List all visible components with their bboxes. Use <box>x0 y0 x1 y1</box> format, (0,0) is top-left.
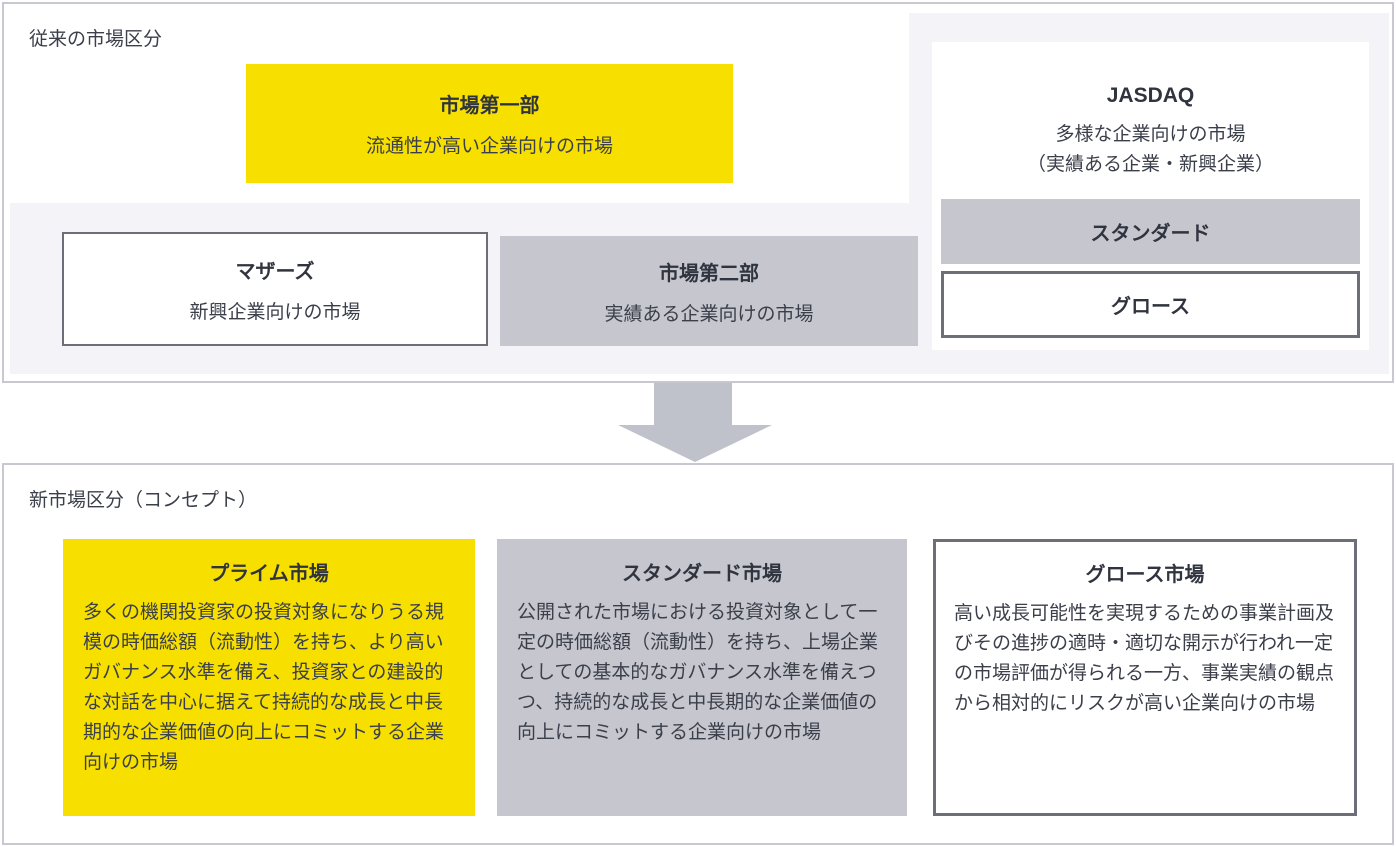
old-market-section: 従来の市場区分 市場第一部 流通性が高い企業向けの市場 マザーズ 新興企業向けの… <box>2 2 1394 383</box>
box-jasdaq-standard: スタンダード <box>941 199 1360 264</box>
old-section-label: 従来の市場区分 <box>29 29 163 50</box>
box-second-section: 市場第二部 実績ある企業向けの市場 <box>500 236 918 346</box>
card-standard-market: スタンダード市場 公開された市場における投資対象として一定の時価総額（流動性）を… <box>497 539 907 816</box>
standard-market-desc: 公開された市場における投資対象として一定の時価総額（流動性）を持ち、上場企業とし… <box>517 602 879 743</box>
jasdaq-growth-label: グロース <box>1111 296 1190 318</box>
prime-market-desc: 多くの機関投資家の投資対象になりうる規模の時価総額（流動性）を持ち、より高いガバ… <box>83 602 445 773</box>
growth-market-desc: 高い成長可能性を実現するための事業計画及びその進捗の適時・適切な開示が行われ一定… <box>954 603 1335 714</box>
box-first-section: 市場第一部 流通性が高い企業向けの市場 <box>246 64 733 183</box>
mothers-title: マザーズ <box>235 260 315 283</box>
standard-market-title: スタンダード市場 <box>622 563 782 585</box>
first-section-title: 市場第一部 <box>439 95 540 117</box>
jasdaq-desc-line1: 多様な企業向けの市場 <box>1055 124 1246 145</box>
down-arrow-icon <box>618 383 772 462</box>
second-section-desc: 実績ある企業向けの市場 <box>604 303 814 325</box>
card-growth-market: グロース市場 高い成長可能性を実現するための事業計画及びその進捗の適時・適切な開… <box>933 539 1357 816</box>
jasdaq-desc: 多様な企業向けの市場 （実績ある企業・新興企業） <box>1027 120 1274 180</box>
box-mothers: マザーズ 新興企業向けの市場 <box>62 232 488 346</box>
jasdaq-desc-line2: （実績ある企業・新興企業） <box>1026 154 1274 175</box>
box-jasdaq: JASDAQ 多様な企業向けの市場 （実績ある企業・新興企業） スタンダード グ… <box>932 42 1369 350</box>
box-jasdaq-growth: グロース <box>941 271 1360 338</box>
new-market-section: 新市場区分（コンセプト） プライム市場 多くの機関投資家の投資対象になりうる規模… <box>2 463 1394 845</box>
new-section-label: 新市場区分（コンセプト） <box>29 490 258 511</box>
card-prime-market: プライム市場 多くの機関投資家の投資対象になりうる規模の時価総額（流動性）を持ち… <box>63 539 475 816</box>
growth-market-title: グロース市場 <box>1085 564 1205 586</box>
jasdaq-title: JASDAQ <box>1106 84 1195 107</box>
jasdaq-standard-label: スタンダード <box>1090 223 1211 245</box>
first-section-desc: 流通性が高い企業向けの市場 <box>365 136 613 157</box>
second-section-title: 市場第二部 <box>659 262 759 285</box>
prime-market-title: プライム市場 <box>209 563 329 585</box>
mothers-desc: 新興企業向けの市場 <box>189 301 361 323</box>
